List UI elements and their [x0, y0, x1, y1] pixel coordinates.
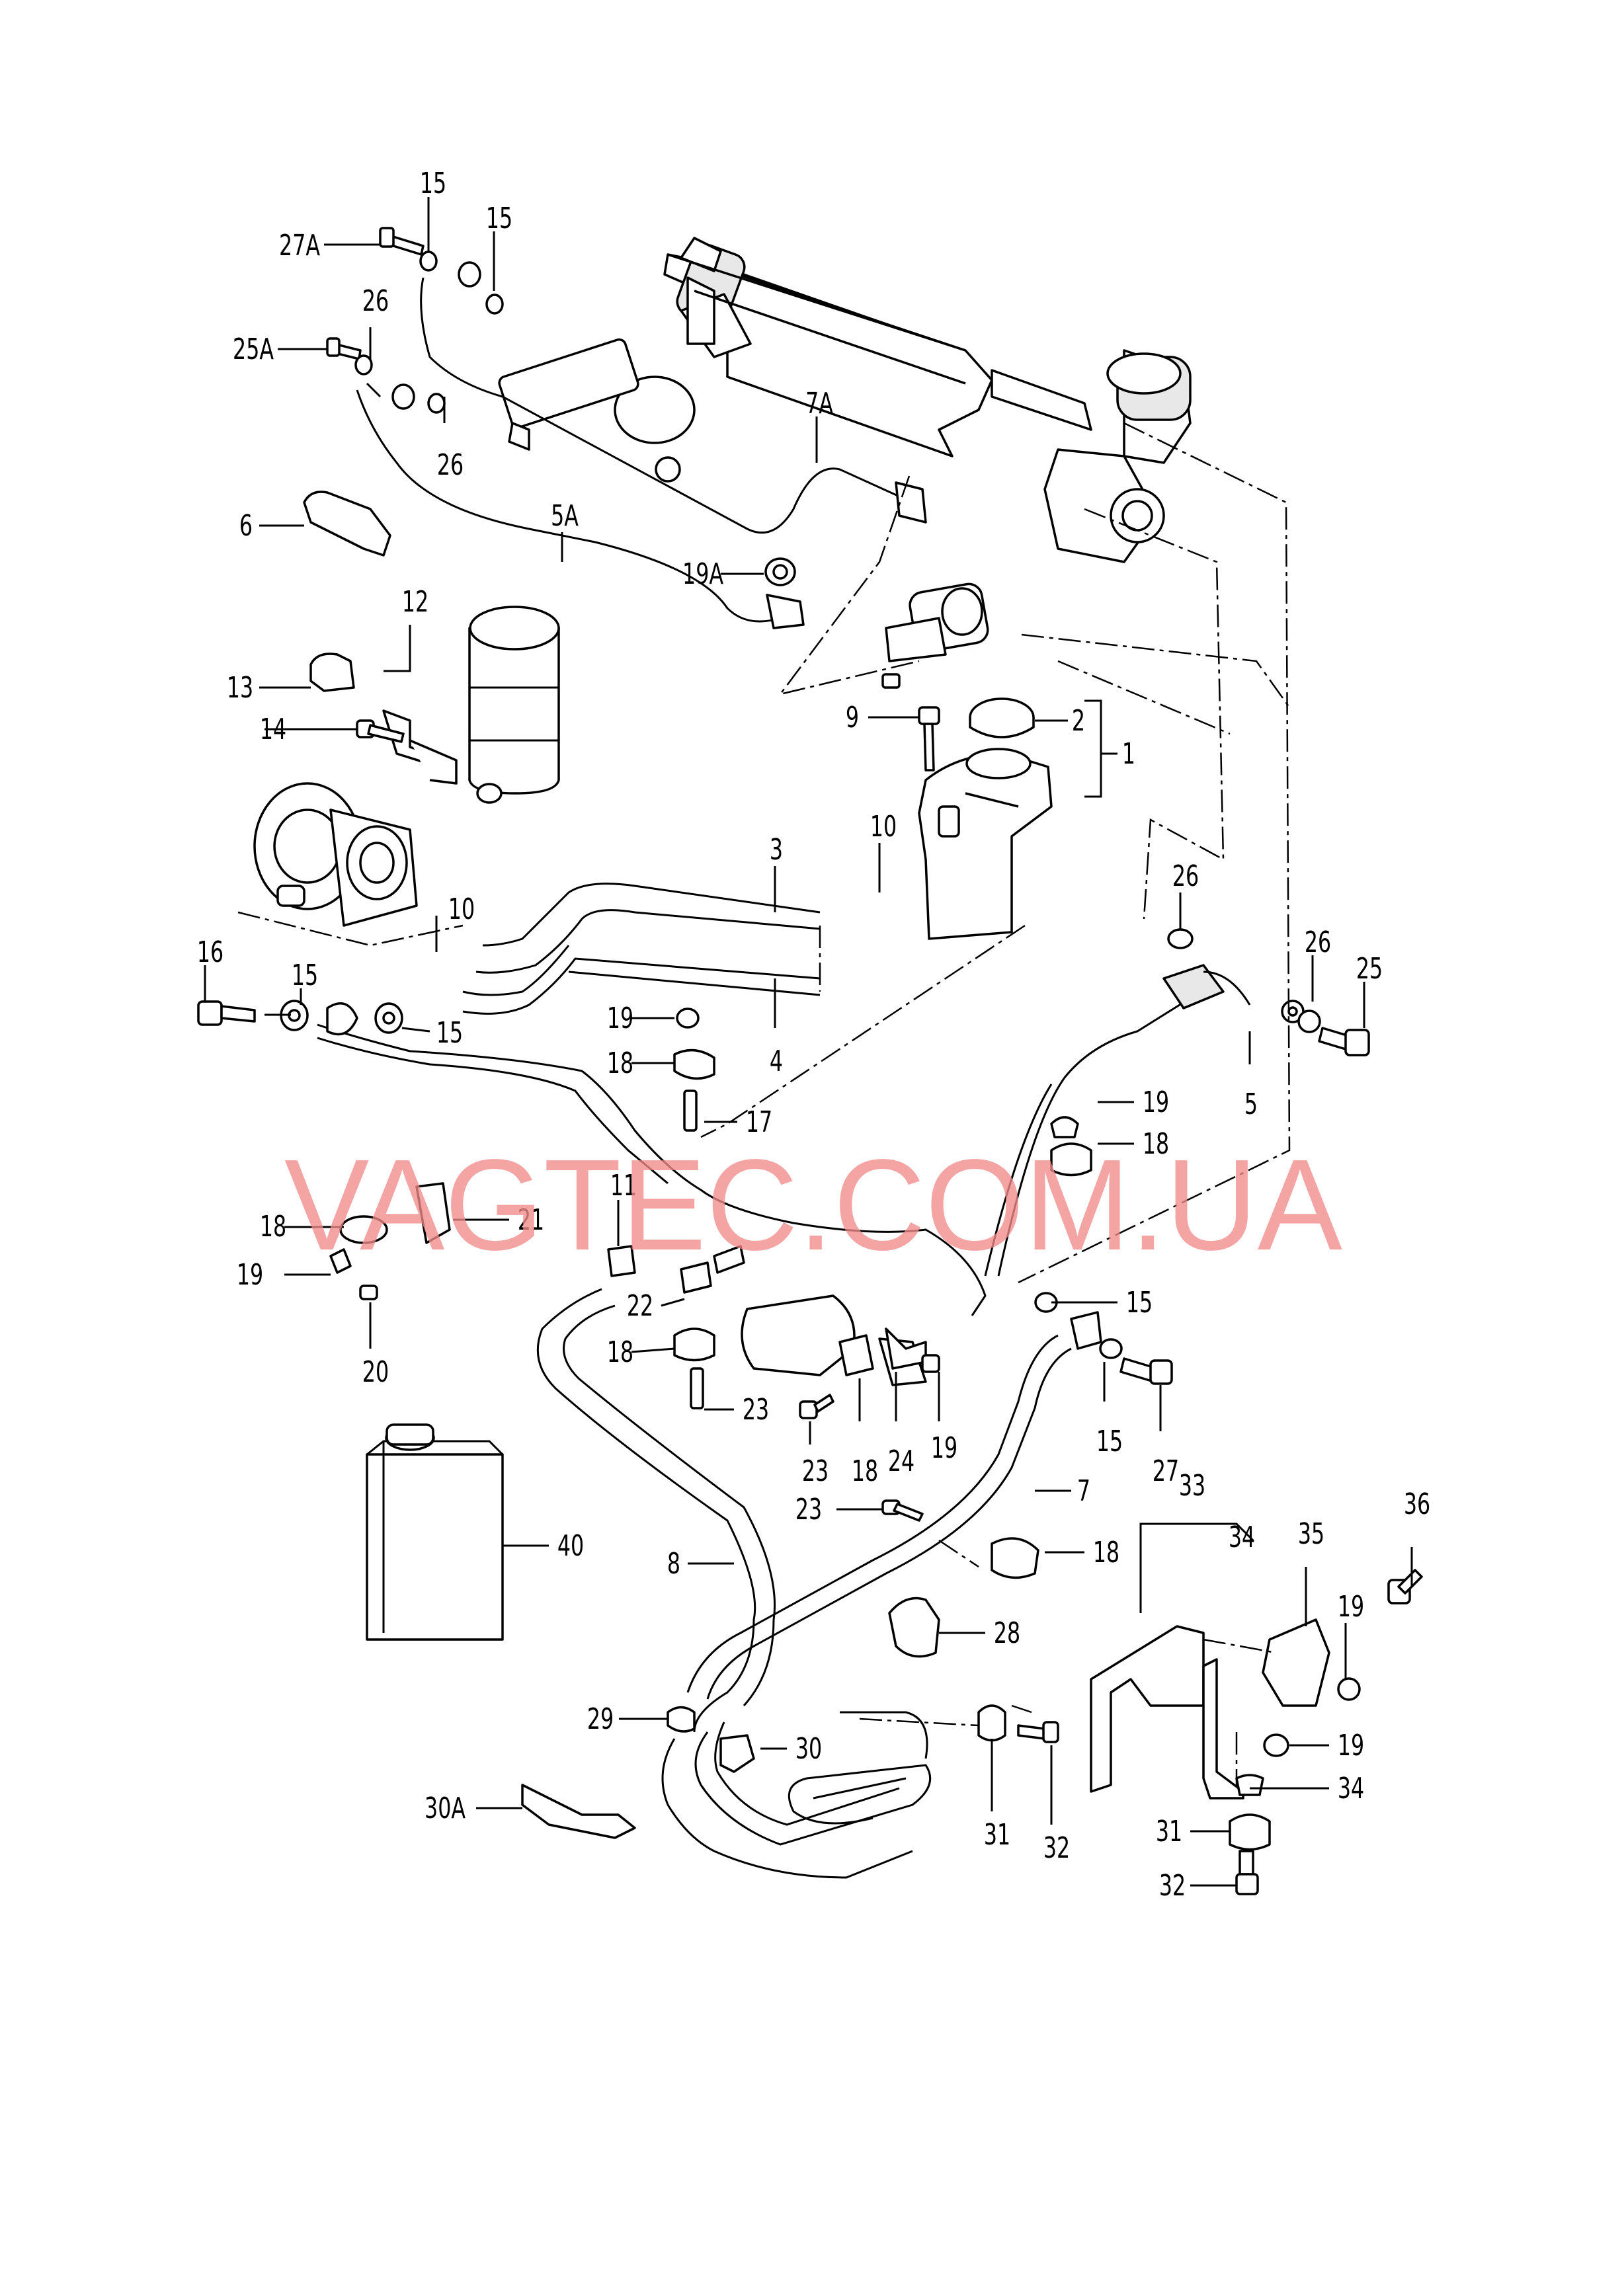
- callout-19f: 19: [1338, 1729, 1364, 1763]
- callout-27A: 27A: [279, 229, 320, 263]
- power-steering-pump: [253, 782, 418, 927]
- callout-12: 12: [402, 585, 428, 619]
- callout-18d: 18: [607, 1335, 633, 1370]
- callout-15c: 15: [292, 959, 318, 993]
- callout-15f: 15: [1096, 1425, 1123, 1459]
- callout-10a: 10: [870, 810, 897, 844]
- callout-23c: 23: [795, 1493, 822, 1527]
- callout-17: 17: [746, 1105, 772, 1140]
- callout-7A: 7A: [805, 387, 833, 421]
- callout-23a: 23: [743, 1393, 769, 1427]
- callout-18b: 18: [1143, 1127, 1169, 1162]
- callout-19a: 19: [607, 1002, 633, 1036]
- callout-26a: 26: [362, 284, 389, 319]
- callout-27: 27: [1153, 1454, 1179, 1489]
- reference-lines: [237, 422, 1291, 1785]
- callout-24: 24: [888, 1445, 914, 1479]
- callout-14: 14: [260, 713, 286, 747]
- callout-33: 33: [1179, 1469, 1205, 1503]
- callout-21: 21: [518, 1203, 544, 1238]
- callout-15b: 15: [486, 202, 512, 236]
- callout-36: 36: [1404, 1487, 1430, 1522]
- callout-30: 30: [795, 1732, 822, 1766]
- callout-19A: 19A: [682, 557, 723, 592]
- callout-9: 9: [846, 701, 859, 735]
- callout-15e: 15: [1126, 1286, 1153, 1320]
- callout-8: 8: [667, 1547, 680, 1581]
- callout-23b: 23: [802, 1454, 829, 1489]
- callout-31b: 31: [1156, 1815, 1182, 1849]
- callout-6: 6: [239, 509, 253, 543]
- callout-26c: 26: [1172, 859, 1199, 894]
- callout-18e: 18: [852, 1454, 878, 1489]
- callout-34b: 34: [1338, 1772, 1364, 1806]
- fluid-can-40: [366, 1423, 504, 1641]
- callout-18c: 18: [260, 1210, 286, 1244]
- watermark: VAGTEC.COM.UA: [284, 1132, 1342, 1277]
- callout-32a: 32: [1043, 1831, 1070, 1866]
- callout-3: 3: [770, 833, 783, 867]
- leader-lines: [204, 197, 1413, 1887]
- callout-18a: 18: [607, 1047, 633, 1081]
- callout-32b: 32: [1159, 1869, 1186, 1903]
- callout-5A: 5A: [551, 499, 579, 534]
- callout-25: 25: [1356, 952, 1383, 986]
- hardware: [197, 227, 1423, 1895]
- callout-10b: 10: [448, 892, 475, 927]
- callout-40: 40: [557, 1529, 584, 1564]
- callout-19d: 19: [931, 1431, 957, 1466]
- hoses: [317, 277, 1251, 1879]
- callout-31a: 31: [984, 1818, 1010, 1852]
- callout-5: 5: [1244, 1088, 1258, 1122]
- callout-19b: 19: [1143, 1086, 1169, 1120]
- reservoir-cap-2: [969, 697, 1035, 738]
- callout-19c: 19: [237, 1258, 263, 1292]
- steering-rack-housing: [667, 253, 1092, 431]
- callout-35: 35: [1298, 1517, 1324, 1552]
- callout-18f: 18: [1093, 1536, 1119, 1570]
- callout-28: 28: [994, 1616, 1020, 1651]
- callout-19e: 19: [1338, 1590, 1364, 1624]
- callout-13: 13: [227, 671, 253, 705]
- reservoir-filter: [468, 606, 560, 804]
- callout-11: 11: [610, 1169, 637, 1203]
- callout-7: 7: [1077, 1474, 1090, 1509]
- reservoir-1: [918, 748, 1053, 940]
- cooler-loop: [694, 1722, 932, 1846]
- callout-20: 20: [362, 1355, 389, 1390]
- callout-25A: 25A: [233, 333, 274, 367]
- callout-30A: 30A: [425, 1792, 466, 1826]
- callout-15d: 15: [436, 1016, 463, 1050]
- callout-22: 22: [627, 1289, 653, 1324]
- callout-2: 2: [1072, 704, 1085, 738]
- callout-1: 1: [1122, 737, 1135, 772]
- callout-26b: 26: [437, 448, 464, 483]
- bracket-6: [303, 491, 391, 557]
- callout-34a: 34: [1229, 1521, 1255, 1555]
- callout-4: 4: [770, 1045, 783, 1079]
- callout-29: 29: [587, 1702, 614, 1737]
- callout-26d: 26: [1305, 926, 1331, 960]
- steering-rack: [498, 237, 1192, 662]
- callout-15a: 15: [420, 167, 446, 201]
- callout-16: 16: [197, 935, 223, 970]
- bracket-12: [309, 653, 458, 785]
- callout-labels: 15 15 27A 26 25A 26 7A 6 5A 19A 12 13 14…: [197, 167, 1430, 1903]
